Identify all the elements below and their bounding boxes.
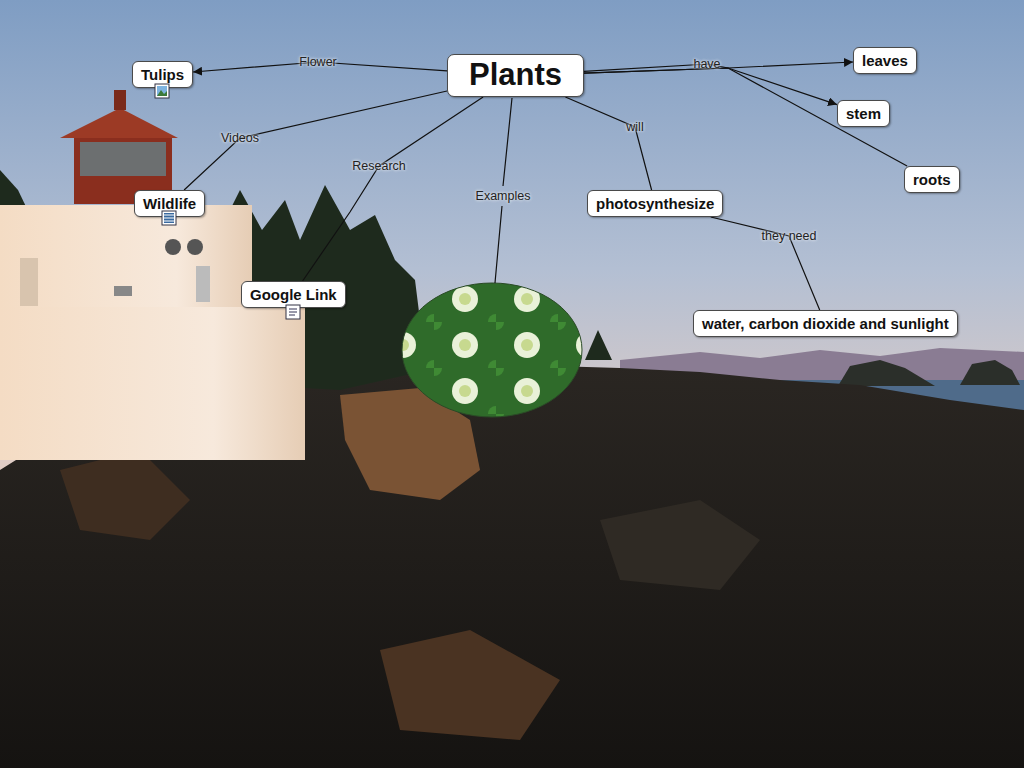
linking-phrase: they need: [762, 229, 817, 243]
concept-text: leaves: [862, 52, 908, 69]
link-line: [303, 97, 484, 281]
concept-box: water, carbon dioxide and sunlight: [693, 310, 958, 337]
lighthouse-horn: [165, 239, 181, 255]
tree: [585, 330, 612, 360]
lantern-vent: [114, 90, 126, 110]
linking-phrase: have: [693, 57, 720, 71]
lighthouse-door: [20, 258, 38, 306]
lantern-glass: [80, 142, 166, 176]
lighthouse-base: [0, 305, 305, 460]
concept-text: photosynthesize: [596, 195, 714, 212]
linking-phrase: Examples: [476, 189, 531, 203]
concept-text: Tulips: [141, 66, 184, 83]
concept-box: stem: [837, 100, 890, 127]
island: [960, 360, 1020, 385]
linking-phrase: will: [626, 120, 643, 134]
concept-text: Plants: [469, 57, 562, 93]
concept-box: roots: [904, 166, 960, 193]
linking-phrase: Research: [352, 159, 406, 173]
concept-text: Wildlife: [143, 195, 196, 212]
concept-box: Plants: [447, 54, 584, 97]
lighthouse-lamp: [114, 286, 132, 296]
link-line: [711, 217, 820, 310]
lit-rock: [380, 630, 560, 740]
flower-picture: [402, 283, 582, 417]
link-line: [184, 91, 447, 190]
link-line: [565, 97, 651, 190]
linking-phrase: Flower: [299, 55, 337, 69]
link-line: [584, 68, 907, 166]
concept-text: roots: [913, 171, 951, 188]
lighthouse-fixture: [196, 266, 210, 302]
lantern-roof: [60, 108, 178, 138]
concept-text: stem: [846, 105, 881, 122]
link-line: [584, 68, 837, 105]
lit-rock: [60, 450, 190, 540]
concept-box: Wildlife: [134, 190, 205, 217]
concept-text: Google Link: [250, 286, 337, 303]
concept-box: photosynthesize: [587, 190, 723, 217]
concept-box: Tulips: [132, 61, 193, 88]
concept-text: water, carbon dioxide and sunlight: [702, 315, 949, 332]
island: [838, 360, 935, 386]
linking-phrase: Videos: [221, 131, 259, 145]
rock: [600, 500, 760, 590]
lighthouse-horn: [187, 239, 203, 255]
concept-box: leaves: [853, 47, 917, 74]
concept-box: Google Link: [241, 281, 346, 308]
lighthouse-tower: [0, 205, 252, 307]
